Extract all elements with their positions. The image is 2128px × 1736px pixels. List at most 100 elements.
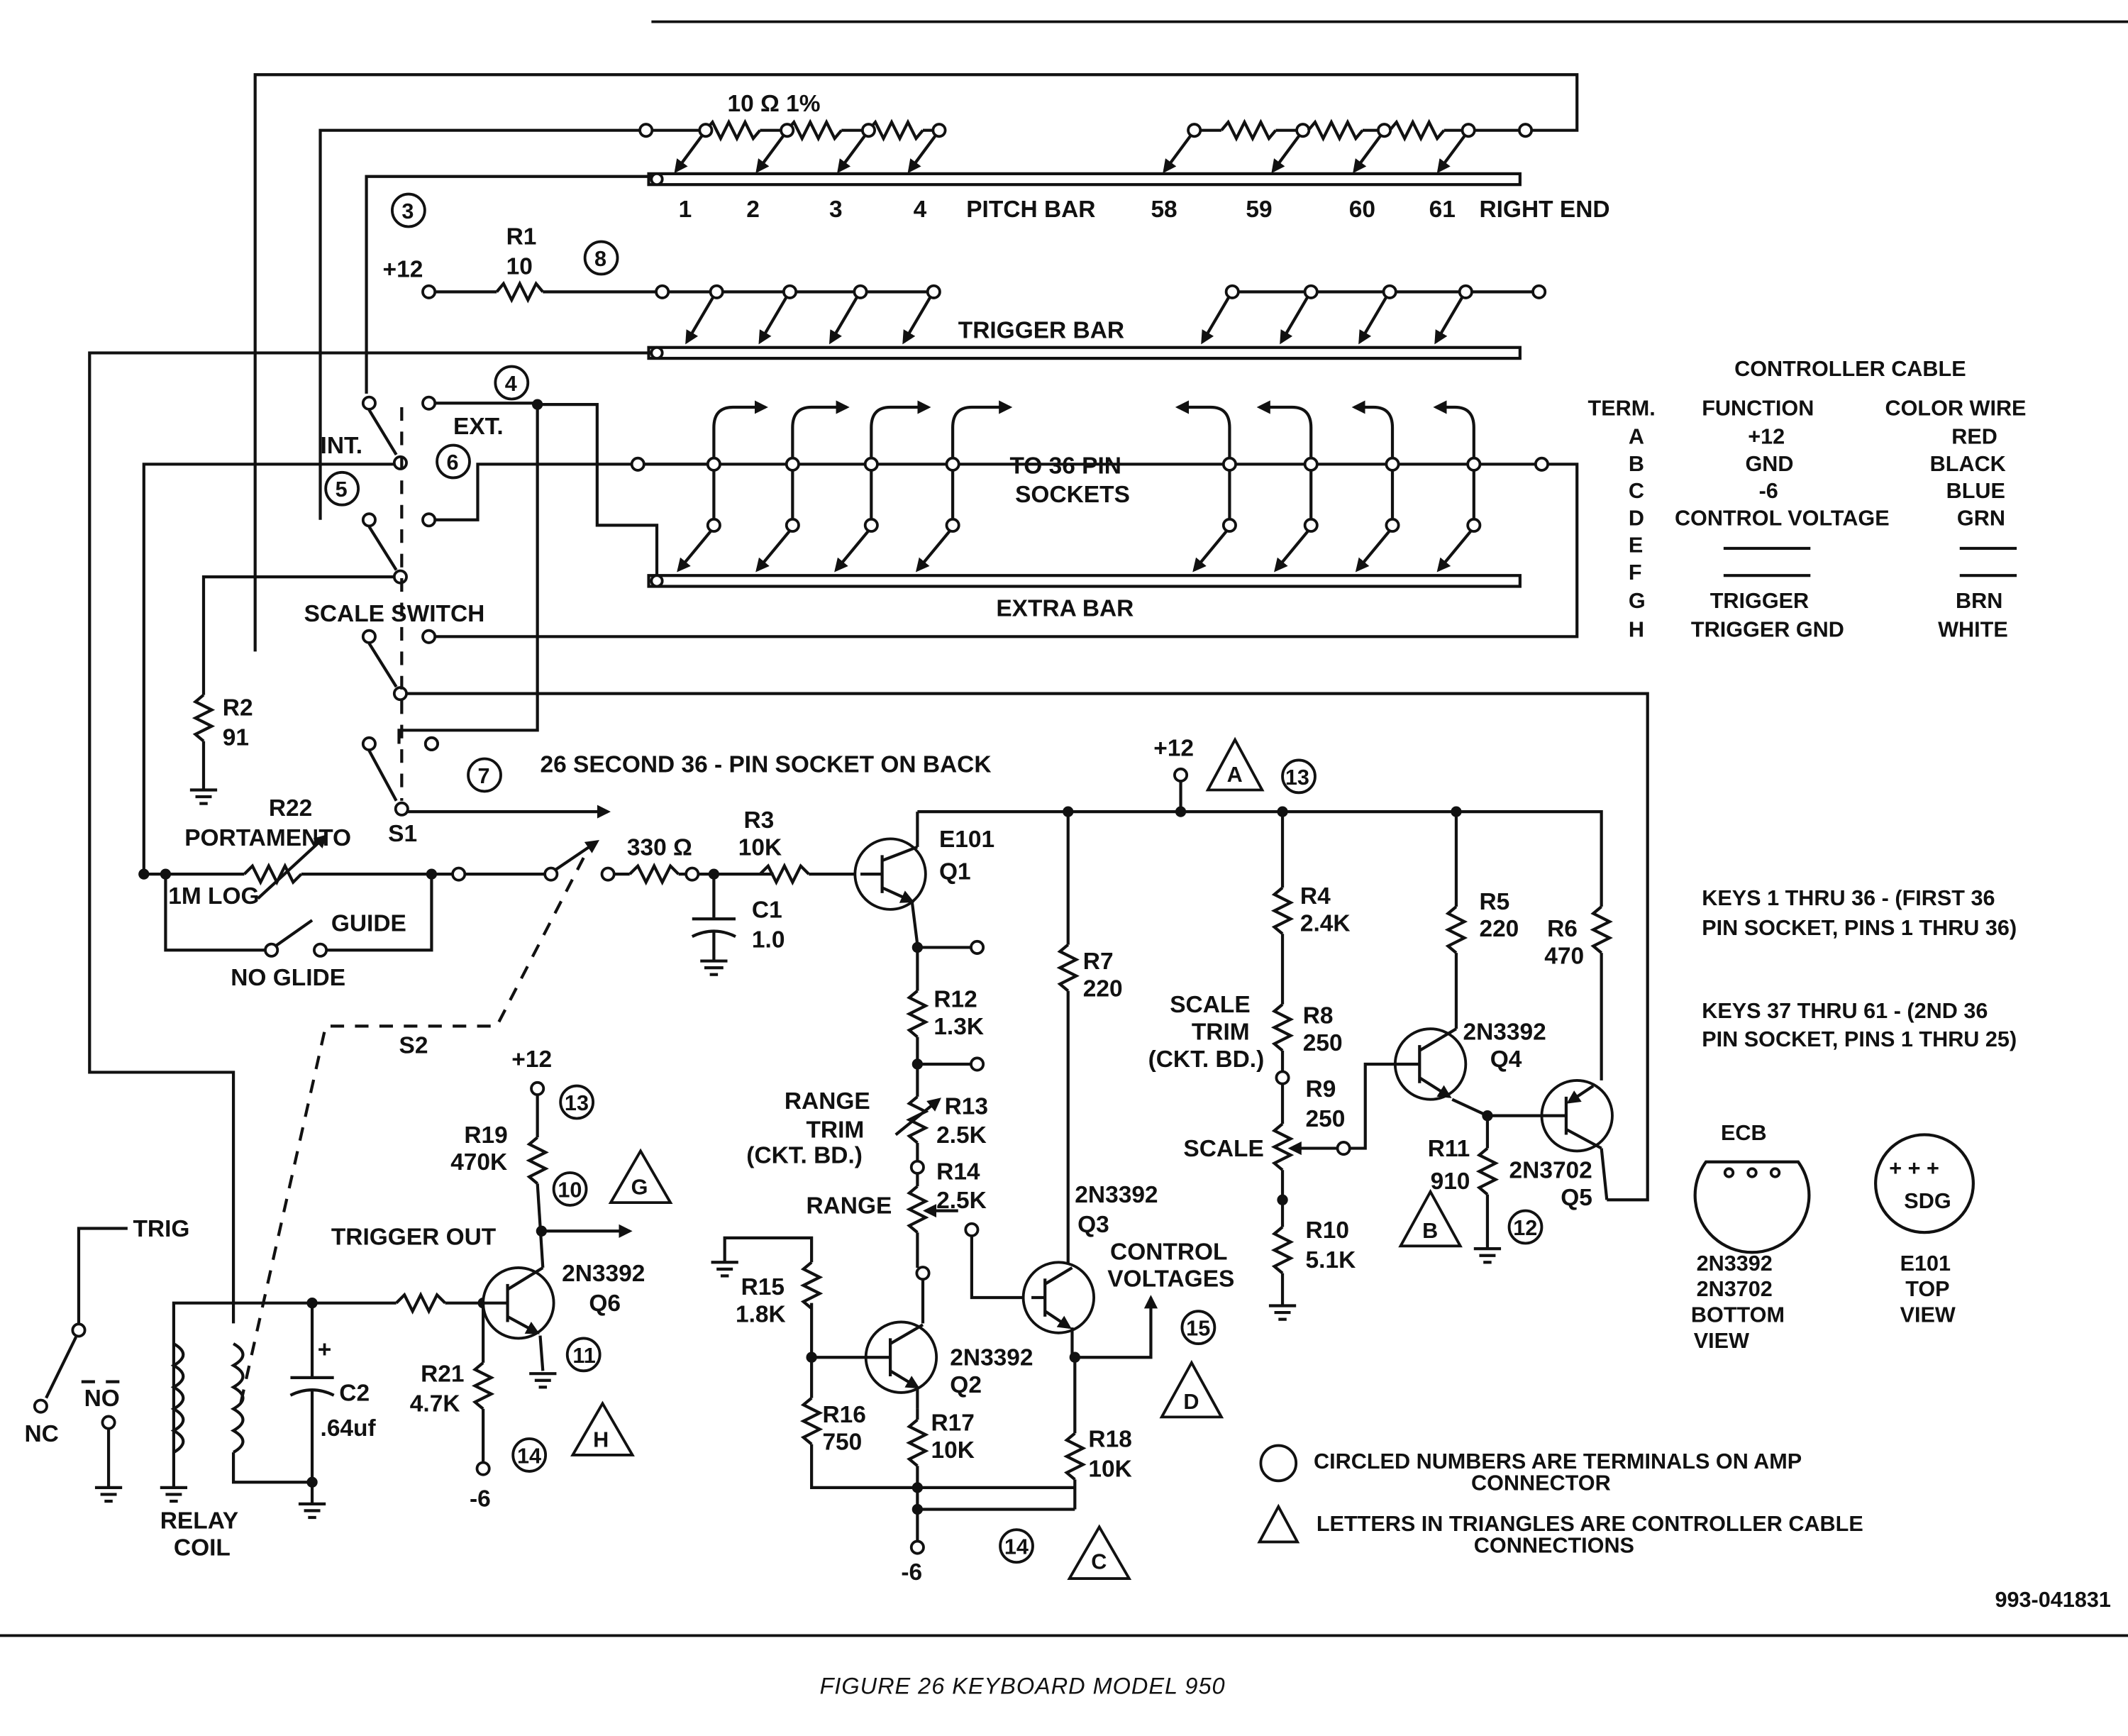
terminal-8-label: 8: [594, 247, 606, 271]
r8-resistor: [1270, 1003, 1295, 1052]
pitch-key-59: 59: [1246, 197, 1272, 223]
trigger-bar-wire: [88, 351, 658, 1324]
legend-circle-line-2: CONNECTOR: [1471, 1471, 1611, 1495]
q1-type: E101: [939, 826, 994, 853]
scale-switch-label: SCALE SWITCH: [304, 601, 485, 627]
r1-value: 10: [506, 253, 533, 280]
terminal-3: [391, 192, 426, 228]
cable-title: CONTROLLER CABLE: [1734, 357, 1966, 381]
terminal-13-rail: [1281, 758, 1317, 795]
cable-color-d: GRN: [1957, 506, 2005, 530]
r22-label: PORTAMENTO: [184, 825, 351, 851]
c2-value: .64uf: [321, 1415, 377, 1442]
range-trim-3: (CKT. BD.): [746, 1143, 863, 1169]
r2-resistor: [192, 693, 216, 743]
q6-type: 2N3392: [562, 1261, 645, 1287]
q3-name: Q3: [1077, 1212, 1109, 1238]
package-outlines: ECB 2N3392 2N3702 BOTTOM VIEW + + + SDG …: [1691, 1121, 1975, 1353]
keys-note-2-line-2: PIN SOCKET, PINS 1 THRU 25): [1702, 1027, 2017, 1051]
extra-bar-label: EXTRA BAR: [996, 596, 1134, 622]
r16-name: R16: [822, 1402, 865, 1428]
c1-value: 1.0: [752, 927, 785, 953]
pitch-key-2: 2: [746, 197, 760, 223]
r1-resistor: [495, 280, 544, 304]
cable-term-d: D: [1629, 506, 1644, 530]
r17-value: 10K: [931, 1437, 974, 1464]
keys-note-1-line-1: KEYS 1 THRU 36 - (FIRST 36: [1702, 886, 1995, 910]
nc-label: NC: [24, 1421, 58, 1447]
pitch-left-node: [638, 123, 654, 138]
wire-to-left-node: [318, 128, 641, 520]
trigger-section: TRIG NC NO RELAY COIL + C2 .64: [24, 1046, 673, 1561]
cable-color-b: BLACK: [1930, 452, 2006, 476]
r9-name: R9: [1306, 1076, 1336, 1102]
pitch-resistor-59: [1307, 118, 1364, 142]
r2-value: 91: [223, 724, 249, 751]
r11-name: R11: [1428, 1136, 1470, 1162]
q1-name: Q1: [939, 859, 971, 885]
triangle-d: [1159, 1359, 1224, 1419]
ecb-types-1: 2N3392: [1697, 1251, 1773, 1276]
r22-name: R22: [269, 795, 312, 822]
triangle-b: [1398, 1188, 1463, 1248]
figure-caption: FIGURE 26 KEYBOARD MODEL 950: [820, 1674, 1226, 1699]
triangle-h-label: H: [593, 1427, 609, 1452]
scale-switch-section: 4 INT. EXT. 5 6 SCALE SWITCH: [142, 365, 1649, 1202]
ecb-package: [1693, 1160, 1811, 1254]
cable-function-b: GND: [1745, 452, 1793, 476]
r17-resistor: [906, 1418, 929, 1467]
r21-name: R21: [421, 1361, 464, 1388]
terminal-13-rail-label: 13: [1285, 765, 1309, 790]
q5-name: Q5: [1561, 1185, 1592, 1211]
pitch-resistor-58: [1220, 118, 1278, 142]
triangle-b-label: B: [1422, 1219, 1438, 1243]
r7-resistor: [1056, 943, 1080, 993]
sdg-pins: + + +: [1889, 1156, 1939, 1181]
terminal-7-label: 7: [477, 764, 489, 788]
r13-name: R13: [945, 1094, 988, 1120]
triangle-a: [1205, 736, 1265, 792]
keys-notes: KEYS 1 THRU 36 - (FIRST 36 PIN SOCKET, P…: [1702, 886, 2017, 1051]
r17-name: R17: [931, 1410, 974, 1437]
terminal-3-label: 3: [401, 199, 414, 223]
guide-label: GUIDE: [331, 910, 406, 936]
cable-function-g: TRIGGER: [1710, 589, 1809, 613]
r5-value: 220: [1479, 916, 1519, 942]
trig-label: TRIG: [133, 1216, 189, 1242]
pitch-resistor-3: [867, 118, 924, 142]
pitch-loop-wire: [253, 73, 1579, 652]
legend-triangle-line-1: LETTERS IN TRIANGLES ARE CONTROLLER CABL…: [1317, 1512, 1863, 1536]
range-label: RANGE: [806, 1193, 892, 1219]
terminal-13-trigger-label: 13: [565, 1091, 589, 1115]
q6-name: Q6: [589, 1290, 621, 1317]
terminal-14-control: [999, 1528, 1034, 1564]
sdg-view-2: VIEW: [1900, 1303, 1956, 1327]
r2-name: R2: [223, 695, 253, 721]
terminal-7: [467, 757, 502, 793]
terminal-11: [565, 1337, 602, 1373]
triangle-h: [570, 1400, 635, 1456]
c2-name: C2: [339, 1380, 370, 1406]
r4-resistor: [1270, 886, 1295, 935]
cable-term-e: E: [1629, 533, 1643, 558]
neg-supply-trigger: -6: [470, 1486, 491, 1513]
r3-resistor: [758, 862, 810, 886]
legend: CIRCLED NUMBERS ARE TERMINALS ON AMP CON…: [1257, 1444, 1863, 1558]
r3-value: 10K: [738, 834, 782, 861]
cable-function-d: CONTROL VOLTAGE: [1675, 506, 1890, 530]
triangle-c: [1067, 1524, 1132, 1580]
r15-name: R15: [741, 1274, 785, 1300]
terminal-12: [1507, 1209, 1544, 1245]
scale-label: SCALE: [1183, 1136, 1263, 1162]
neg-supply-control: -6: [901, 1559, 922, 1586]
pitch-resistor-60: [1388, 118, 1446, 142]
q5-type: 2N3702: [1509, 1158, 1592, 1184]
cable-term-h: H: [1629, 617, 1644, 641]
terminal-14-control-label: 14: [1004, 1535, 1029, 1559]
r3-name: R3: [743, 807, 774, 834]
r18-value: 10K: [1088, 1456, 1131, 1483]
terminal-4: [494, 365, 530, 401]
terminal-12-label: 12: [1513, 1216, 1537, 1240]
terminal-15: [1180, 1310, 1217, 1345]
